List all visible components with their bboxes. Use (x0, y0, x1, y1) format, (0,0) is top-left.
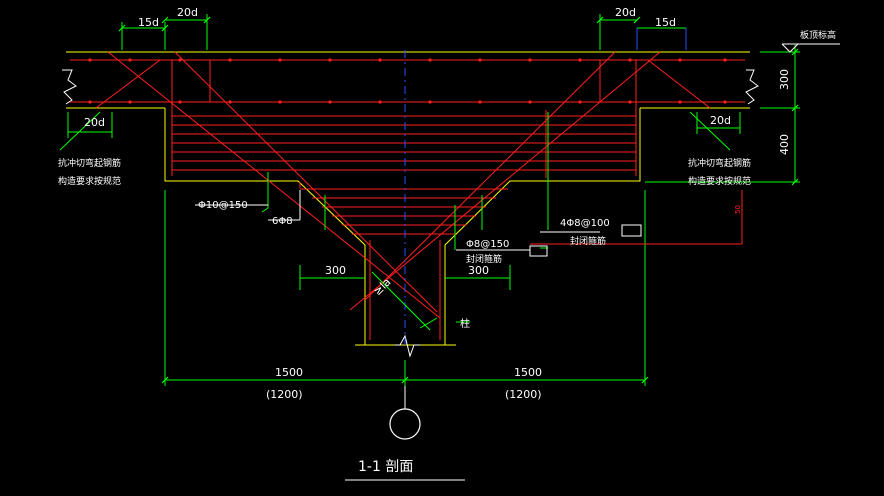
dim-top-right-15d: 15d (655, 16, 676, 29)
bar-c-label: 4Φ8@100 (560, 218, 610, 229)
bar-b-label: 6Φ8 (272, 216, 293, 227)
left-note-2: 构造要求按规范 (58, 175, 121, 187)
dimension-ticks (118, 16, 799, 384)
break-lines (62, 69, 759, 358)
dim-right-300-low: 300 (468, 264, 489, 277)
rebar-group (70, 51, 745, 340)
dim-left-1200: (1200) (266, 388, 303, 401)
rebar-dots (88, 58, 727, 104)
dim-top-right-20d: 20d (615, 6, 636, 19)
elevation-marker-icon (781, 43, 840, 53)
dim-mid-left-20d: 20d (84, 116, 105, 129)
bar-d-label: Φ8@150 (466, 239, 509, 250)
center-axis (404, 28, 687, 345)
left-note-1: 抗冲切弯起钢筋 (58, 157, 121, 169)
dim-right-400: 400 (778, 134, 791, 155)
right-note-2: 构造要求按规范 (688, 175, 751, 187)
right-small-dim (530, 190, 743, 245)
dim-right-1500: 1500 (514, 366, 542, 379)
section-title: 1-1 剖面 (358, 459, 413, 475)
dim-la: ≥la (371, 275, 394, 298)
axis-bubble-icon (389, 408, 421, 440)
bar-a-label: Φ10@150 (198, 200, 248, 211)
bar-c-note: 封闭箍筋 (570, 235, 606, 247)
elevation-label: 板顶标高 (800, 29, 836, 41)
dim-top-left-20d: 20d (177, 6, 198, 19)
dim-right-300: 300 (778, 69, 791, 90)
right-note-1: 抗冲切弯起钢筋 (688, 157, 751, 169)
leader-lines (195, 190, 642, 257)
annotation-texts: 板顶标高 抗冲切弯起钢筋 构造要求按规范 抗冲切弯起钢筋 构造要求按规范 Φ10… (58, 29, 836, 475)
dimension-lines (59, 14, 800, 386)
column-label: 柱 (460, 317, 470, 330)
bar-d-note: 封闭箍筋 (466, 253, 502, 265)
dim-mid-right-20d: 20d (710, 114, 731, 127)
dimension-texts: 15d 20d 20d 15d 20d 20d 300 400 50 300 3… (84, 6, 791, 401)
dim-left-1500: 1500 (275, 366, 303, 379)
dim-right-small: 50 (734, 205, 742, 214)
dim-right-1200: (1200) (505, 388, 542, 401)
dim-left-300: 300 (325, 264, 346, 277)
dim-top-left-15d: 15d (138, 16, 159, 29)
